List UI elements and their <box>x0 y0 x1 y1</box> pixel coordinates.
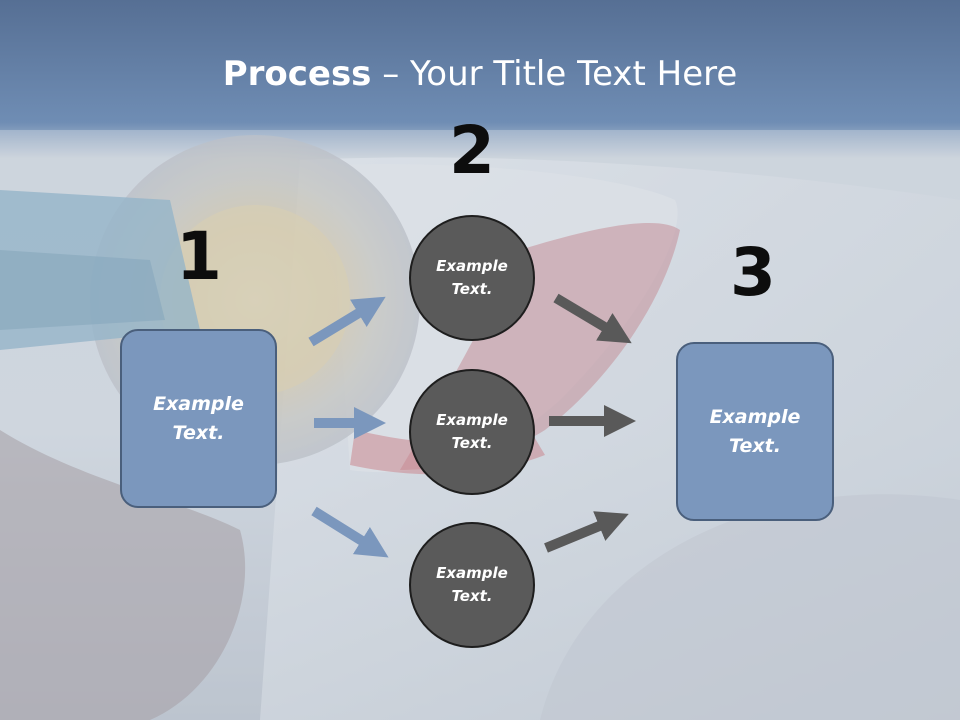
step-3-box[interactable]: Example Text. <box>676 342 834 521</box>
step-number-3: 3 <box>730 234 776 311</box>
circle-bottom-text: Example Text. <box>436 562 508 608</box>
slide-title: Process – Your Title Text Here <box>0 52 960 96</box>
step-1-line2: Text. <box>172 421 225 444</box>
circle-middle-line2: Text. <box>451 434 493 452</box>
step-3-line1: Example <box>709 405 801 428</box>
circle-top-line2: Text. <box>451 280 493 298</box>
circle-top-text: Example Text. <box>436 255 508 301</box>
circle-bottom-line2: Text. <box>451 587 493 605</box>
step-1-box[interactable]: Example Text. <box>120 329 277 508</box>
step-3-line2: Text. <box>729 434 781 457</box>
step-1-text: Example Text. <box>153 390 244 448</box>
arrow-1-to-top <box>308 296 386 347</box>
process-circle-top[interactable]: Example Text. <box>409 215 535 341</box>
process-circle-middle[interactable]: Example Text. <box>409 369 535 495</box>
circle-bottom-line1: Example <box>436 564 508 582</box>
title-rest: – Your Title Text Here <box>371 54 738 94</box>
title-bold: Process <box>222 54 372 94</box>
circle-top-line1: Example <box>436 257 508 275</box>
arrow-top-to-3 <box>553 293 632 344</box>
step-number-2: 2 <box>449 112 495 189</box>
process-circle-bottom[interactable]: Example Text. <box>409 522 535 648</box>
circle-middle-text: Example Text. <box>436 409 508 455</box>
arrow-1-to-bottom <box>311 506 389 558</box>
step-3-text: Example Text. <box>710 403 801 461</box>
step-1-line1: Example <box>153 392 244 415</box>
step-number-1: 1 <box>176 218 222 295</box>
circle-middle-line1: Example <box>436 411 508 429</box>
arrow-bottom-to-3 <box>544 511 629 553</box>
